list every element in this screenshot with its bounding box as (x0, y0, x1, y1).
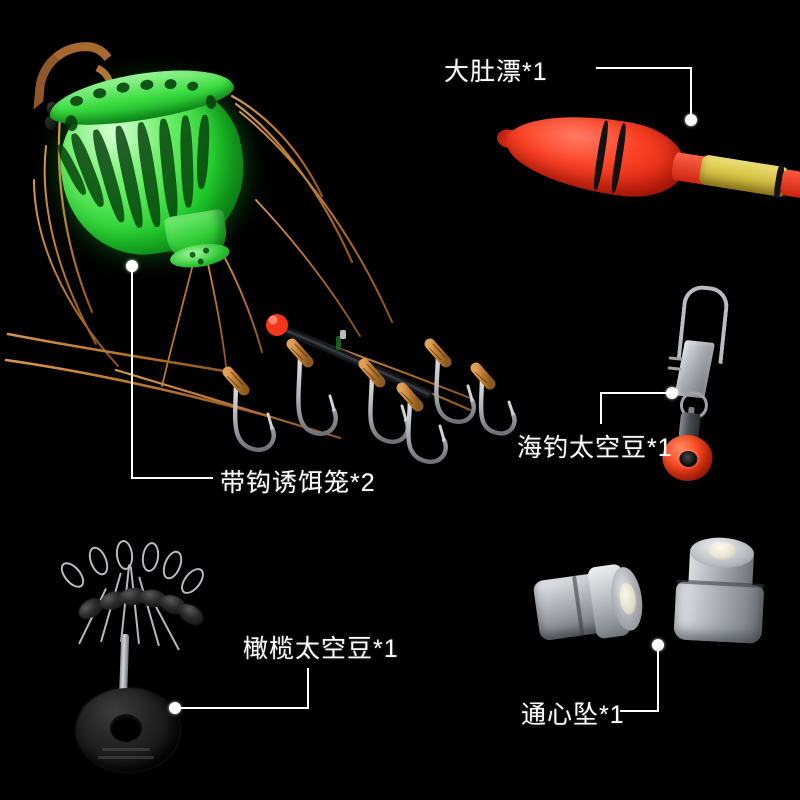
disc-center-hole (110, 714, 142, 742)
callout-leader-cage-vertical (131, 266, 133, 478)
sliding-sinker-left (524, 548, 656, 658)
sliding-sinker-right (665, 533, 789, 649)
bean-wire-loop (176, 563, 209, 599)
sinker-body (673, 581, 765, 644)
callout-label-sea-swivel: 海钓太空豆*1 (517, 434, 673, 462)
snap-prong (667, 366, 682, 371)
bait-cage-product (9, 9, 306, 306)
callout-label-olive-bean: 橄榄太空豆*1 (243, 635, 399, 663)
big-belly-float-product (495, 90, 800, 234)
olive-bean-product (56, 538, 228, 772)
callout-leader-float-horizontal (596, 67, 692, 69)
snap-prong (668, 356, 683, 361)
callout-leader-swivel-horizontal (600, 392, 670, 394)
bean-wire-loop (84, 543, 113, 579)
callout-leader-bean-horizontal (175, 707, 309, 709)
callout-leader-cage-horizontal (131, 477, 213, 479)
callout-dot-sea-swivel (666, 387, 678, 399)
callout-label-bait-cage: 带钩诱饵笼*2 (220, 469, 376, 497)
bean-wire-loop (158, 547, 187, 583)
disc-slot (102, 748, 150, 751)
callout-label-float: 大肚漂*1 (444, 58, 548, 86)
callout-label-sinker: 通心坠*1 (521, 701, 625, 729)
callout-dot-float (685, 114, 697, 126)
callout-leader-float-vertical (690, 67, 692, 119)
disc-slot (98, 756, 154, 759)
callout-leader-sinker-horizontal (620, 710, 658, 712)
callout-leader-swivel-vertical (600, 392, 602, 424)
callout-leader-sinker-vertical (657, 645, 659, 712)
float-stem-red-section (779, 168, 800, 199)
callout-leader-bean-vertical (307, 668, 309, 709)
bean-wire-loop (56, 558, 89, 592)
bean-wire-loop (139, 540, 162, 574)
